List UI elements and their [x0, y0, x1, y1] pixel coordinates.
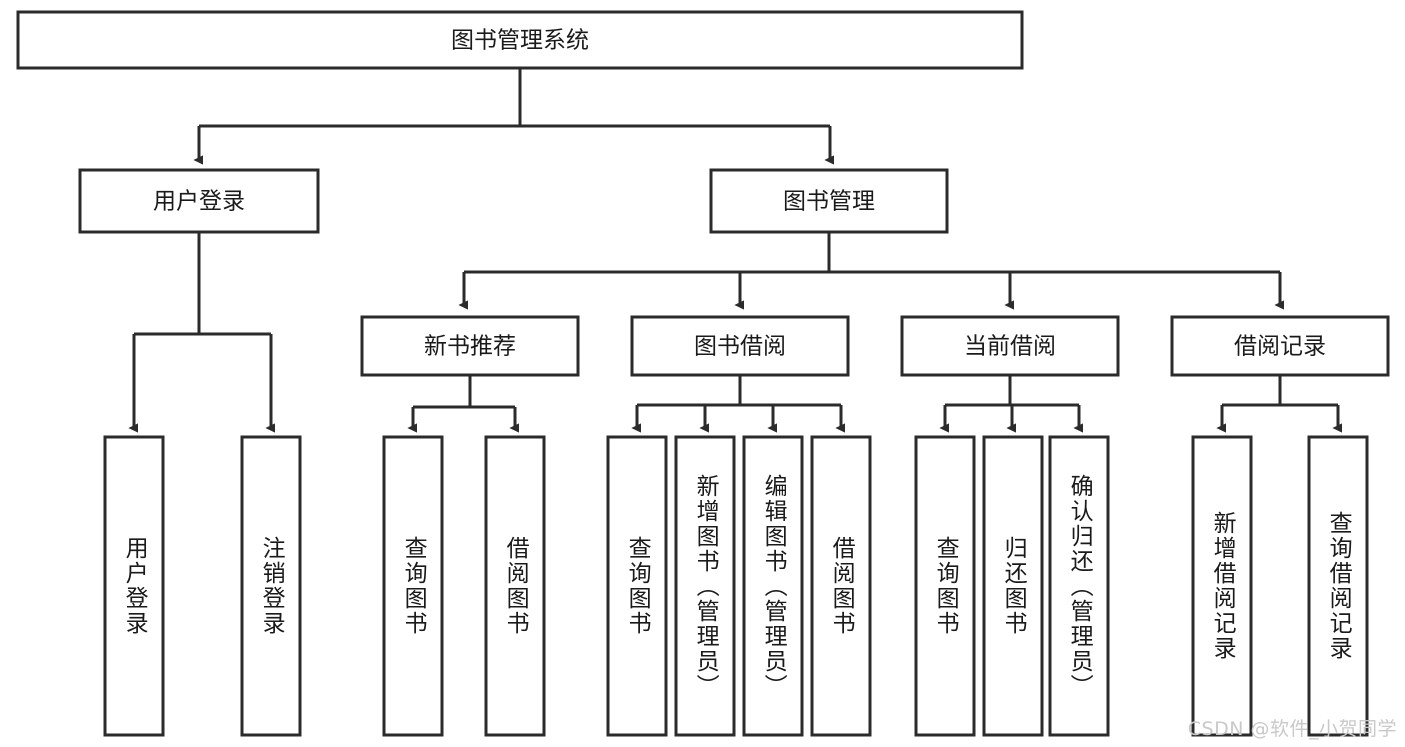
edge-currentborrow-to-leaves [939, 375, 1083, 433]
node-borrow-records-label: 借阅记录 [1234, 334, 1326, 360]
node-user-login[interactable]: 用户登录 [78, 168, 320, 234]
leaf-box-cb-return-book[interactable] [982, 435, 1044, 737]
leaf-box-logout[interactable] [240, 435, 302, 737]
leaf-box-user-login[interactable] [103, 435, 165, 737]
leaf-box-bb-borrow-book[interactable] [810, 435, 872, 737]
watermark: CSDN @软件_小贺同学 [1187, 718, 1397, 740]
node-book-borrow-label: 图书借阅 [694, 334, 786, 360]
leaf-box-nbr-borrow-book[interactable] [484, 435, 546, 737]
leaf-box-bb-add-book[interactable] [674, 435, 736, 737]
node-new-book-recommend-label: 新书推荐 [424, 334, 516, 360]
leaf-box-br-add-record[interactable] [1191, 435, 1253, 737]
node-current-borrow-label: 当前借阅 [964, 334, 1056, 360]
node-new-book-recommend[interactable]: 新书推荐 [360, 315, 580, 377]
edge-userlogin-to-leaves [128, 232, 275, 433]
node-borrow-records[interactable]: 借阅记录 [1170, 315, 1390, 377]
node-current-borrow[interactable]: 当前借阅 [900, 315, 1120, 377]
edge-borrowrecords-to-leaves [1216, 375, 1342, 433]
node-root-label: 图书管理系统 [451, 28, 589, 54]
node-book-management-label: 图书管理 [783, 189, 875, 215]
leaf-box-br-query-record[interactable] [1307, 435, 1369, 737]
leaf-box-cb-query-book[interactable] [914, 435, 976, 737]
edge-newbook-to-leaves [407, 375, 519, 433]
leaf-box-cb-confirm-return[interactable] [1048, 435, 1110, 737]
node-root[interactable]: 图书管理系统 [16, 10, 1024, 70]
edge-root-to-level2 [193, 68, 834, 165]
edge-bookborrow-to-leaves [631, 375, 845, 433]
node-user-login-label: 用户登录 [153, 189, 245, 215]
leaf-box-bb-query-book[interactable] [606, 435, 668, 737]
node-book-borrow[interactable]: 图书借阅 [630, 315, 850, 377]
node-book-management[interactable]: 图书管理 [709, 168, 949, 234]
leaf-box-nbr-query-book[interactable] [382, 435, 444, 737]
edge-bookmgmt-to-level3 [458, 232, 1284, 310]
leaf-box-bb-edit-book[interactable] [742, 435, 804, 737]
